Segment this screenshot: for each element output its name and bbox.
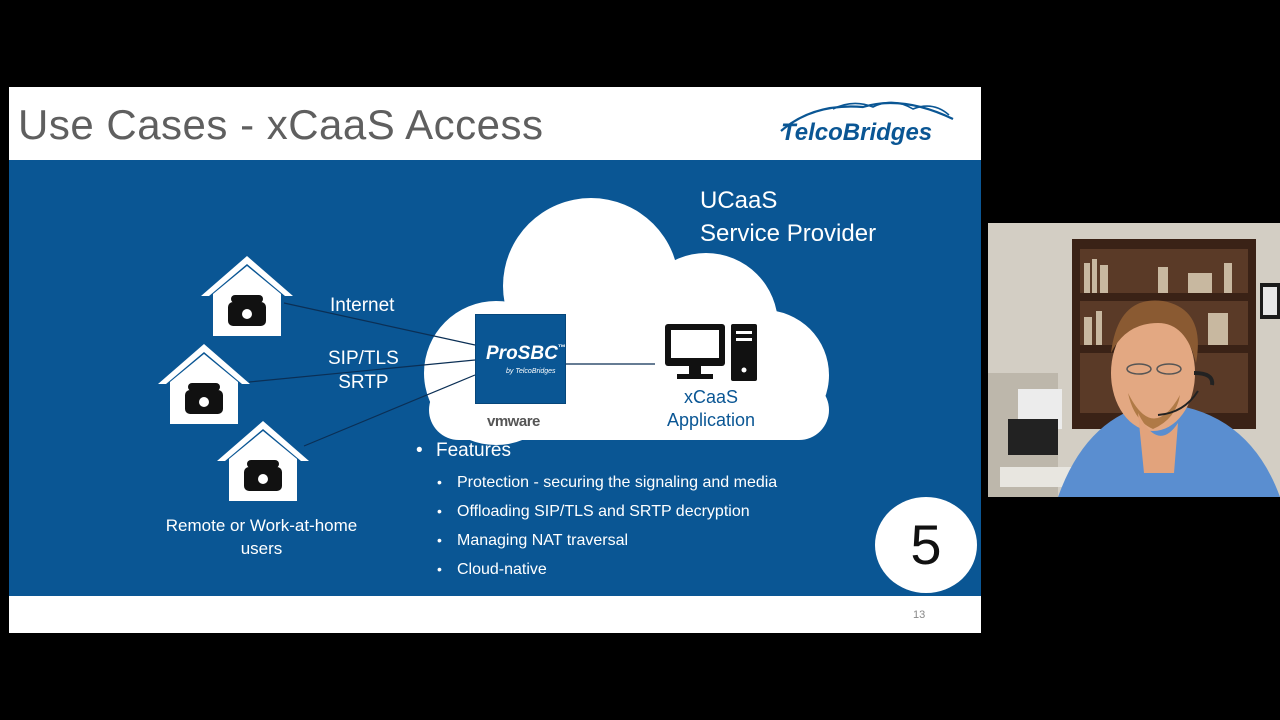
protocol-label-line1: SIP/TLS bbox=[328, 348, 399, 369]
house-icon-1 bbox=[201, 256, 293, 336]
slide-title: Use Cases - xCaaS Access bbox=[18, 101, 544, 148]
features-list: •Features •Protection - securing the sig… bbox=[416, 440, 777, 584]
cloud-title-line1: UCaaS bbox=[700, 187, 778, 214]
trademark-symbol: ™ bbox=[557, 343, 566, 352]
house-icon-3 bbox=[217, 421, 309, 501]
presenter-video-frame bbox=[988, 223, 1280, 497]
protocol-label-line2: SRTP bbox=[338, 372, 389, 393]
feature-item-text: Managing NAT traversal bbox=[457, 532, 629, 549]
feature-item: •Managing NAT traversal bbox=[437, 532, 629, 549]
internet-label: Internet bbox=[330, 295, 395, 316]
app-label-line1: xCaaS bbox=[683, 387, 739, 407]
prosbc-name-text: ProSBC bbox=[486, 343, 558, 364]
page-number: 13 bbox=[913, 609, 926, 621]
vmware-logo: vmware bbox=[487, 413, 540, 430]
diagram-panel: Internet SIP/TLS SRTP Remote or Work-at-… bbox=[9, 160, 981, 596]
feature-item-text: Cloud-native bbox=[457, 561, 547, 578]
step-number-badge: 5 bbox=[875, 497, 977, 593]
prosbc-box: ProSBC™ by TelcoBridges bbox=[475, 314, 566, 404]
features-heading: •Features bbox=[416, 440, 511, 461]
feature-item-text: Offloading SIP/TLS and SRTP decryption bbox=[457, 503, 750, 520]
svg-text:TelcoBridges: TelcoBridges bbox=[781, 119, 932, 146]
telcobridges-logo: TelcoBridges bbox=[780, 101, 954, 146]
remote-users-label: Remote or Work-at-home users bbox=[165, 516, 358, 558]
house-icon-2 bbox=[158, 344, 250, 424]
feature-item: •Offloading SIP/TLS and SRTP decryption bbox=[437, 503, 750, 520]
protocol-label: SIP/TLS SRTP bbox=[328, 347, 399, 395]
feature-item: •Cloud-native bbox=[437, 561, 547, 578]
feature-item-text: Protection - securing the signaling and … bbox=[457, 474, 778, 491]
features-heading-text: Features bbox=[436, 440, 511, 461]
prosbc-by-label: by TelcoBridges bbox=[506, 368, 556, 375]
prosbc-name: ProSBC™ bbox=[486, 343, 566, 365]
app-label-line2: Application bbox=[666, 410, 756, 430]
computer-icon bbox=[665, 324, 757, 381]
cloud-title-line2: Service Provider bbox=[700, 220, 877, 247]
feature-item: •Protection - securing the signaling and… bbox=[437, 474, 778, 491]
presenter-video bbox=[988, 223, 1280, 497]
presentation-slide: Use Cases - xCaaS Access TelcoBridges bbox=[9, 87, 981, 633]
cloud-title: UCaaS Service Provider bbox=[700, 184, 876, 250]
app-label: xCaaS Application bbox=[649, 386, 773, 432]
